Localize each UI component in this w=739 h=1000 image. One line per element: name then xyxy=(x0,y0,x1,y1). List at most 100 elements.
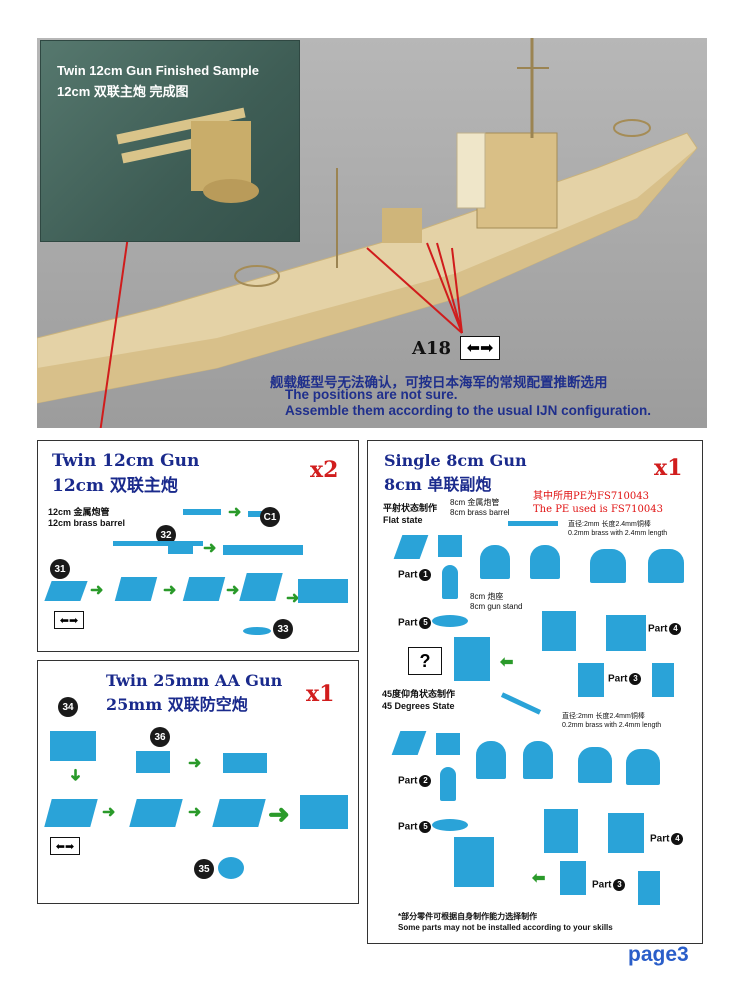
pe-note-en: The PE used is FS710043 xyxy=(533,504,663,515)
gun-cradle-part xyxy=(436,733,460,755)
panel-title-cn: 8cm 单联副炮 xyxy=(384,475,492,494)
part-number-badge: 34 xyxy=(58,697,78,717)
dim-note-en: 0.2mm brass with 2.4mm length xyxy=(568,530,668,537)
gun-mount-part xyxy=(626,749,660,785)
photo-note-en2: Assemble them according to the usual IJN… xyxy=(285,403,652,418)
completed-twin-gun xyxy=(298,579,348,603)
step-arrow-icon: ➜ xyxy=(203,540,217,557)
gun-shield-part xyxy=(239,573,283,601)
aa-mount-part xyxy=(212,799,266,827)
step-arrow-icon: ➜ xyxy=(90,582,104,599)
part-number-badge: 32 xyxy=(156,525,176,545)
inset-title-cn: 12cm 双联主炮 完成图 xyxy=(57,84,189,99)
photo-note-cn: 舰载艇型号无法确认，可按日本海军的常规配置推断选用 xyxy=(270,375,608,390)
brass-barrel-part xyxy=(508,521,558,526)
gun-shield-part xyxy=(44,581,88,601)
twin-12cm-gun-panel: Twin 12cm Gun 12cm 双联主炮 x2 12cm 金属炮管 12c… xyxy=(37,440,359,652)
double-arrow-icon: ⬅➡ xyxy=(50,837,80,855)
aa-mount-part xyxy=(44,799,98,827)
gun-cradle-part xyxy=(438,535,462,557)
stand-label-en: 8cm gun stand xyxy=(470,602,523,611)
ref-code-label: A18 xyxy=(412,338,452,359)
twin-25mm-aa-gun-panel: Twin 25mm AA Gun 25mm 双联防空炮 x1 34 ➜ 36 ➜… xyxy=(37,660,359,904)
panel-title-cn: 12cm 双联主炮 xyxy=(52,476,178,496)
gun-base-disc xyxy=(432,615,468,627)
question-mark-box: ? xyxy=(408,647,442,675)
step-arrow-icon: ➜ xyxy=(226,582,240,599)
flat-state-cn: 平射状态制作 xyxy=(383,503,438,513)
barrel-label-en: 8cm brass barrel xyxy=(450,508,510,517)
panel-title-en: Twin 25mm AA Gun xyxy=(106,671,283,690)
panel-title-en: Twin 12cm Gun xyxy=(52,451,200,471)
flat-state-en: Flat state xyxy=(383,515,423,525)
aa-mount-part xyxy=(50,731,96,761)
stand-label-cn: 8cm 炮座 xyxy=(470,592,504,601)
step-arrow-icon: ➜ xyxy=(163,582,177,599)
aa-base-disc xyxy=(218,857,244,879)
gun-stand-part xyxy=(440,767,456,801)
completed-8cm-gun-45deg xyxy=(454,837,494,887)
part-number-badge: 33 xyxy=(273,619,293,639)
step-arrow-icon: ⬅ xyxy=(500,654,514,671)
completed-aa-gun xyxy=(300,795,348,829)
part-number-badge: C1 xyxy=(260,507,280,527)
barrel-label-cn: 12cm 金属炮管 xyxy=(48,507,110,517)
gun-assembly-part xyxy=(608,813,644,853)
dim-note-en-2: 0.2mm brass with 2.4mm length xyxy=(562,722,662,729)
double-arrow-icon: ⬅➡ xyxy=(460,336,500,360)
gun-assembly-part xyxy=(560,861,586,895)
gun-mount-part xyxy=(590,549,626,583)
quantity-multiplier: x1 xyxy=(306,681,335,707)
single-8cm-gun-panel: Single 8cm Gun 8cm 单联副炮 x1 其中所用PE为FS7100… xyxy=(367,440,703,944)
twin-gun-sample-drawing xyxy=(116,107,259,203)
brass-barrel-part xyxy=(113,541,203,546)
gun-assembly-part xyxy=(544,809,578,853)
quantity-multiplier: x2 xyxy=(310,457,339,483)
photo-note-en1: The positions are not sure. xyxy=(285,387,458,402)
gun-base-disc xyxy=(432,819,468,831)
gun-mount-part xyxy=(578,747,612,783)
gun-assembly-part xyxy=(578,663,604,697)
step-arrow-icon: ➜ xyxy=(228,504,242,521)
completed-8cm-gun xyxy=(454,637,490,681)
gun-base-disc xyxy=(243,627,271,635)
step-arrow-icon: ➜ xyxy=(268,799,290,829)
dim-note-cn: 直径:2mm 长度2.4mm铜棒 xyxy=(568,521,651,528)
barrel-label-cn: 8cm 金属炮管 xyxy=(450,498,500,507)
part-number-badge: 35 xyxy=(194,859,214,879)
quantity-multiplier: x1 xyxy=(654,455,683,481)
step-arrow-icon: ⬅ xyxy=(532,870,546,887)
panel-title-en: Single 8cm Gun xyxy=(384,451,527,470)
gun-cradle-part xyxy=(391,731,427,755)
gun-breech-part xyxy=(168,546,193,554)
step-arrow-icon: ➜ xyxy=(188,755,202,772)
dim-note-cn-2: 直径:2mm 长度2.4mm铜棒 xyxy=(562,713,645,720)
page-number: page3 xyxy=(628,943,689,966)
sight-bracket-part xyxy=(638,871,660,905)
aa-gun-part xyxy=(223,753,267,773)
sight-bracket-part xyxy=(652,663,674,697)
part-number-badge: 31 xyxy=(50,559,70,579)
step-arrow-icon: ➜ xyxy=(66,768,84,782)
inset-title-en: Twin 12cm Gun Finished Sample xyxy=(57,63,260,78)
gun-mount-part xyxy=(530,545,560,579)
step-arrow-icon: ➜ xyxy=(102,804,116,821)
gun-mount-part xyxy=(523,741,553,779)
gun-stand-part xyxy=(442,565,458,599)
pe-fret-part xyxy=(183,509,221,515)
aa-gun-part xyxy=(136,751,170,773)
footer-note-cn: *部分零件可根据自身制作能力选择制作 xyxy=(398,912,538,921)
step-arrow-icon: ➜ xyxy=(188,804,202,821)
step-arrow-icon: ➜ xyxy=(286,590,300,607)
finished-sample-inset: Twin 12cm Gun Finished Sample 12cm 双联主炮 … xyxy=(40,40,300,242)
gun-shield-part xyxy=(114,577,158,601)
twin-barrel-assembly xyxy=(223,545,303,555)
gun-assembly-part xyxy=(542,611,576,651)
